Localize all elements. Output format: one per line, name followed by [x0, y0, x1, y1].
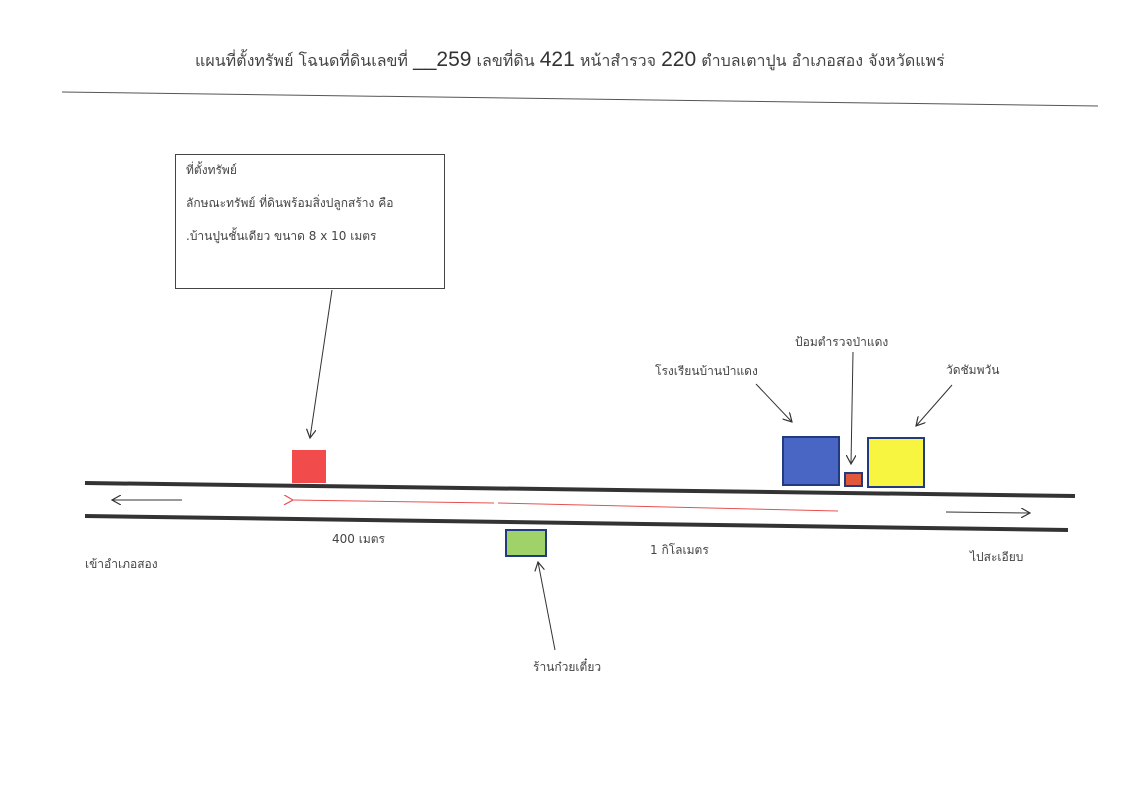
survey-label: หน้าสำรวจ: [574, 51, 662, 70]
survey-number: 220: [661, 48, 697, 71]
info-line-2: .บ้านปูนชั้นเดียว ขนาด 8 x 10 เมตร: [186, 229, 377, 243]
route-line-400m: [292, 500, 495, 503]
land-number: 421: [539, 48, 575, 71]
temple-label: วัดชัมพวัน: [946, 363, 1000, 377]
location-text: ตำบลเตาปูน อำเภอสอง จังหวัดแพร่: [696, 51, 945, 70]
to-song-label: เข้าอำเภอสอง: [85, 557, 158, 571]
distance-400m-label: 400 เมตร: [332, 532, 385, 546]
title-underline: [61, 91, 1099, 107]
shop-marker: [505, 529, 547, 557]
noodle-shop-label: ร้านก๋วยเตี๋ยว: [533, 660, 602, 674]
property-info-box: ที่ตั้งทรัพย์ ลักษณะทรัพย์ ที่ดินพร้อมสิ…: [175, 154, 445, 289]
pointer-temple: [916, 384, 953, 426]
pointer-property: [310, 289, 333, 438]
police-marker: [844, 472, 863, 487]
road-bottom-edge: [84, 514, 1069, 532]
arrow-to-saeiap: [945, 512, 1030, 513]
land-label: เลขที่ดิน: [471, 51, 540, 70]
pointer-shop: [538, 562, 556, 651]
property-marker: [292, 450, 326, 483]
pointer-school: [755, 383, 792, 422]
deed-number: __259: [413, 48, 472, 71]
school-label: โรงเรียนบ้านป่าแดง: [655, 364, 758, 378]
temple-marker: [867, 437, 925, 488]
route-line-1km: [497, 502, 839, 512]
police-label: ป้อมตำรวจป่าแดง: [795, 335, 889, 349]
distance-1km-label: 1 กิโลเมตร: [650, 543, 709, 557]
road-top-edge: [84, 481, 1076, 498]
info-line-1: ลักษณะทรัพย์ ที่ดินพร้อมสิ่งปลูกสร้าง คื…: [186, 196, 394, 210]
pointer-police: [851, 351, 853, 464]
to-saeiap-label: ไปสะเอียบ: [970, 550, 1024, 564]
school-marker: [782, 436, 840, 486]
title-prefix: แผนที่ตั้งทรัพย์ โฉนดที่ดินเลขที่: [195, 51, 414, 70]
page-title: แผนที่ตั้งทรัพย์ โฉนดที่ดินเลขที่ __259 …: [195, 48, 945, 74]
info-heading: ที่ตั้งทรัพย์: [186, 163, 237, 177]
